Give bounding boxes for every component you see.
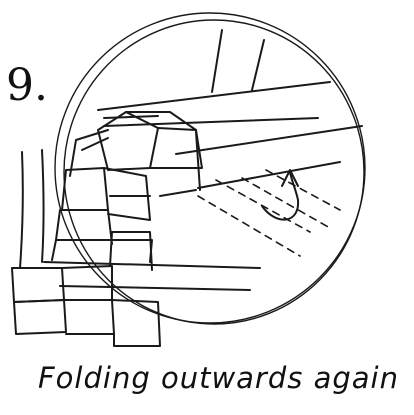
step-caption: Folding outwards again [38,361,399,395]
left-strip-line-2 [42,150,44,262]
step-number: 9. [6,60,48,111]
folded-flap [82,112,202,170]
bottom-weave-squares [12,232,160,346]
left-strip-line-1 [20,152,23,268]
